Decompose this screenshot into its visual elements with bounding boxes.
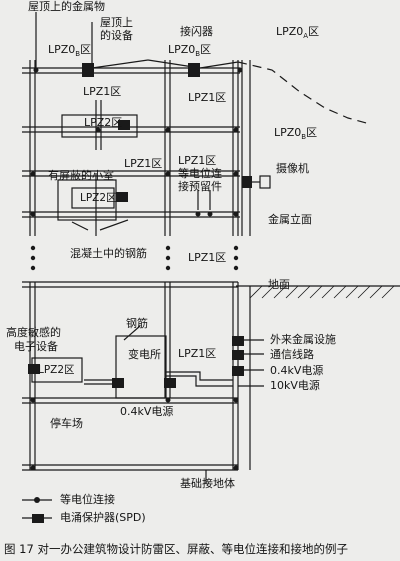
lpz0b-mid-sub: B — [195, 50, 201, 59]
label-bonding-insert-2: 接预留件 — [178, 180, 222, 193]
substation-bus — [84, 379, 116, 385]
bonding-insert-leader — [197, 190, 211, 210]
label-rebar: 钢筋 — [126, 317, 148, 330]
label-lpz1-d: LPZ1区 — [178, 154, 217, 167]
label-lpz0a: LPZ0A区 — [276, 25, 320, 41]
spd-shielded-room — [116, 192, 128, 202]
label-power-04kv-right: 0.4kV电源 — [270, 364, 324, 377]
spd-04kv-bottom — [164, 378, 176, 388]
legend-spd-marker — [32, 514, 44, 523]
spd-power — [232, 366, 244, 376]
label-comm-lines: 通信线路 — [270, 348, 314, 361]
label-roof-metal: 屋顶上的金属物 — [28, 0, 105, 13]
figure-caption: 图 17 对一办公建筑物设计防雷区、屏蔽、等电位连接和接地的例子 — [4, 542, 348, 556]
lower-frame — [22, 281, 251, 471]
label-sensitive-2: 电子设备 — [14, 340, 58, 353]
label-lpz2-top: LPZ2区 — [84, 116, 123, 129]
label-lpz1-f: LPZ1区 — [178, 347, 217, 360]
label-power-10kv: 10kV电源 — [270, 379, 320, 392]
lpz0b-left-tail: 区 — [80, 43, 92, 56]
label-lpz0b-left: LPZ0B区 — [48, 43, 92, 59]
label-metal-facade: 金属立面 — [268, 213, 312, 226]
label-roof-equipment-2: 的设备 — [100, 29, 133, 42]
lpz0b-right-sub: B — [301, 133, 307, 142]
spd-lpz2-sensitive — [28, 364, 40, 374]
label-lpz0b-right: LPZ0B区 — [274, 126, 318, 142]
lpz0b-left-sub: B — [75, 50, 81, 59]
spd-roof-left — [82, 63, 94, 77]
air-terminal-wire — [91, 59, 239, 69]
legend-bonding-dot — [34, 497, 40, 503]
camera-box — [259, 175, 271, 189]
label-lpz0b-mid: LPZ0B区 — [168, 43, 212, 59]
lpz0b-mid-main: LPZ0 — [168, 43, 196, 56]
spd-roof-right — [188, 63, 200, 77]
spd-camera — [242, 176, 252, 188]
label-foundation-earth: 基础接地体 — [180, 477, 235, 490]
component-markers — [28, 63, 252, 523]
spd-comm — [232, 350, 244, 360]
rebar-lower-leader — [123, 325, 141, 341]
substation-wire — [166, 371, 233, 387]
lpz0a-tail: 区 — [308, 25, 320, 38]
lpz0b-right-tail: 区 — [306, 126, 318, 139]
label-shielded-room: 有屏蔽的小室 — [48, 169, 114, 182]
lpz0b-left-main: LPZ0 — [48, 43, 76, 56]
continuation-dots — [30, 245, 239, 271]
rebar-leader — [71, 219, 129, 231]
label-rebar-concrete: 混凝土中的钢筋 — [70, 247, 147, 260]
lpz2-box-top — [61, 114, 138, 138]
label-external-metal: 外来金属设施 — [270, 333, 336, 346]
label-lpz1-b: LPZ1区 — [188, 91, 227, 104]
label-ground-level: 地面 — [268, 278, 290, 291]
lpz2-room-inner — [71, 187, 115, 209]
label-lpz2-room: LPZ2区 — [80, 192, 117, 204]
label-parking: 停车场 — [50, 417, 83, 430]
label-lpz1-c: LPZ1区 — [124, 157, 163, 170]
ground-hatch — [249, 285, 395, 299]
label-roof-equipment-1: 屋顶上 — [100, 16, 133, 29]
label-lpz1-e: LPZ1区 — [188, 251, 227, 264]
lpz0b-right-main: LPZ0 — [274, 126, 302, 139]
label-air-terminal: 接闪器 — [180, 25, 213, 38]
label-power-04kv-bottom: 0.4kV电源 — [120, 405, 174, 418]
legend-bonding-label: 等电位连接 — [60, 493, 115, 506]
label-camera: 摄像机 — [276, 162, 309, 175]
label-bonding-insert-1: 等电位连 — [178, 167, 222, 180]
lpz0b-mid-tail: 区 — [200, 43, 212, 56]
label-lpz2-sensitive: LPZ2区 — [38, 364, 75, 376]
upper-frame — [22, 60, 251, 236]
lpz0-boundary — [237, 61, 371, 125]
label-sensitive-1: 高度敏感的 — [6, 326, 61, 339]
spd-external — [232, 336, 244, 346]
spd-substation — [112, 378, 124, 388]
lpz0a-sub: A — [303, 32, 309, 41]
legend-spd-label: 电涌保护器(SPD) — [60, 511, 146, 524]
label-lpz1-a: LPZ1区 — [83, 85, 122, 98]
label-substation: 变电所 — [128, 348, 161, 361]
lpz0a-main: LPZ0 — [276, 25, 304, 38]
spd-lpz2-top — [118, 120, 130, 130]
substation-box — [115, 335, 167, 399]
